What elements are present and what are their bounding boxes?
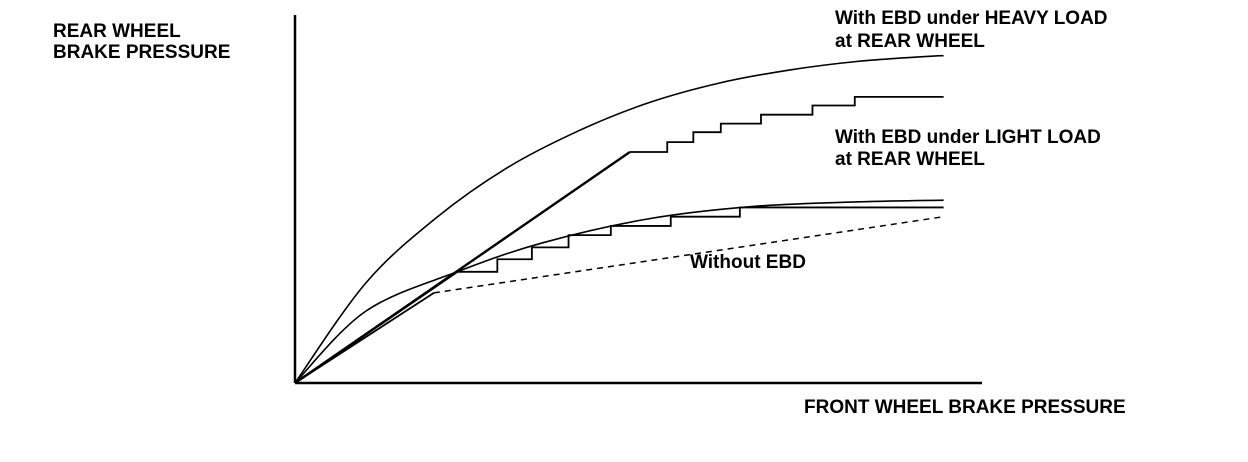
heavy-load-label-line-1: With EBD under HEAVY LOAD — [835, 8, 1108, 29]
light-load-label-line-2: at REAR WHEEL — [835, 149, 985, 170]
series-layer — [294, 54, 944, 384]
without-ebd-label: Without EBD — [690, 252, 806, 273]
y-axis-label-line-2: BRAKE PRESSURE — [53, 42, 230, 63]
without-ebd-dashed-segment — [433, 215, 944, 294]
light-load-label-line-1: With EBD under LIGHT LOAD — [835, 127, 1101, 148]
heavy-load-label-line-2: at REAR WHEEL — [835, 31, 985, 52]
light-load-stepped-line — [457, 206, 944, 273]
x-axis-label: FRONT WHEEL BRAKE PRESSURE — [804, 397, 1126, 418]
heavy-load-ideal-curve — [294, 54, 944, 384]
without-ebd-solid-segment — [294, 292, 435, 384]
heavy-load-stepped-line — [629, 95, 944, 153]
light-load-ideal-curve — [294, 199, 944, 384]
y-axis-label-line-1: REAR WHEEL — [53, 21, 181, 42]
